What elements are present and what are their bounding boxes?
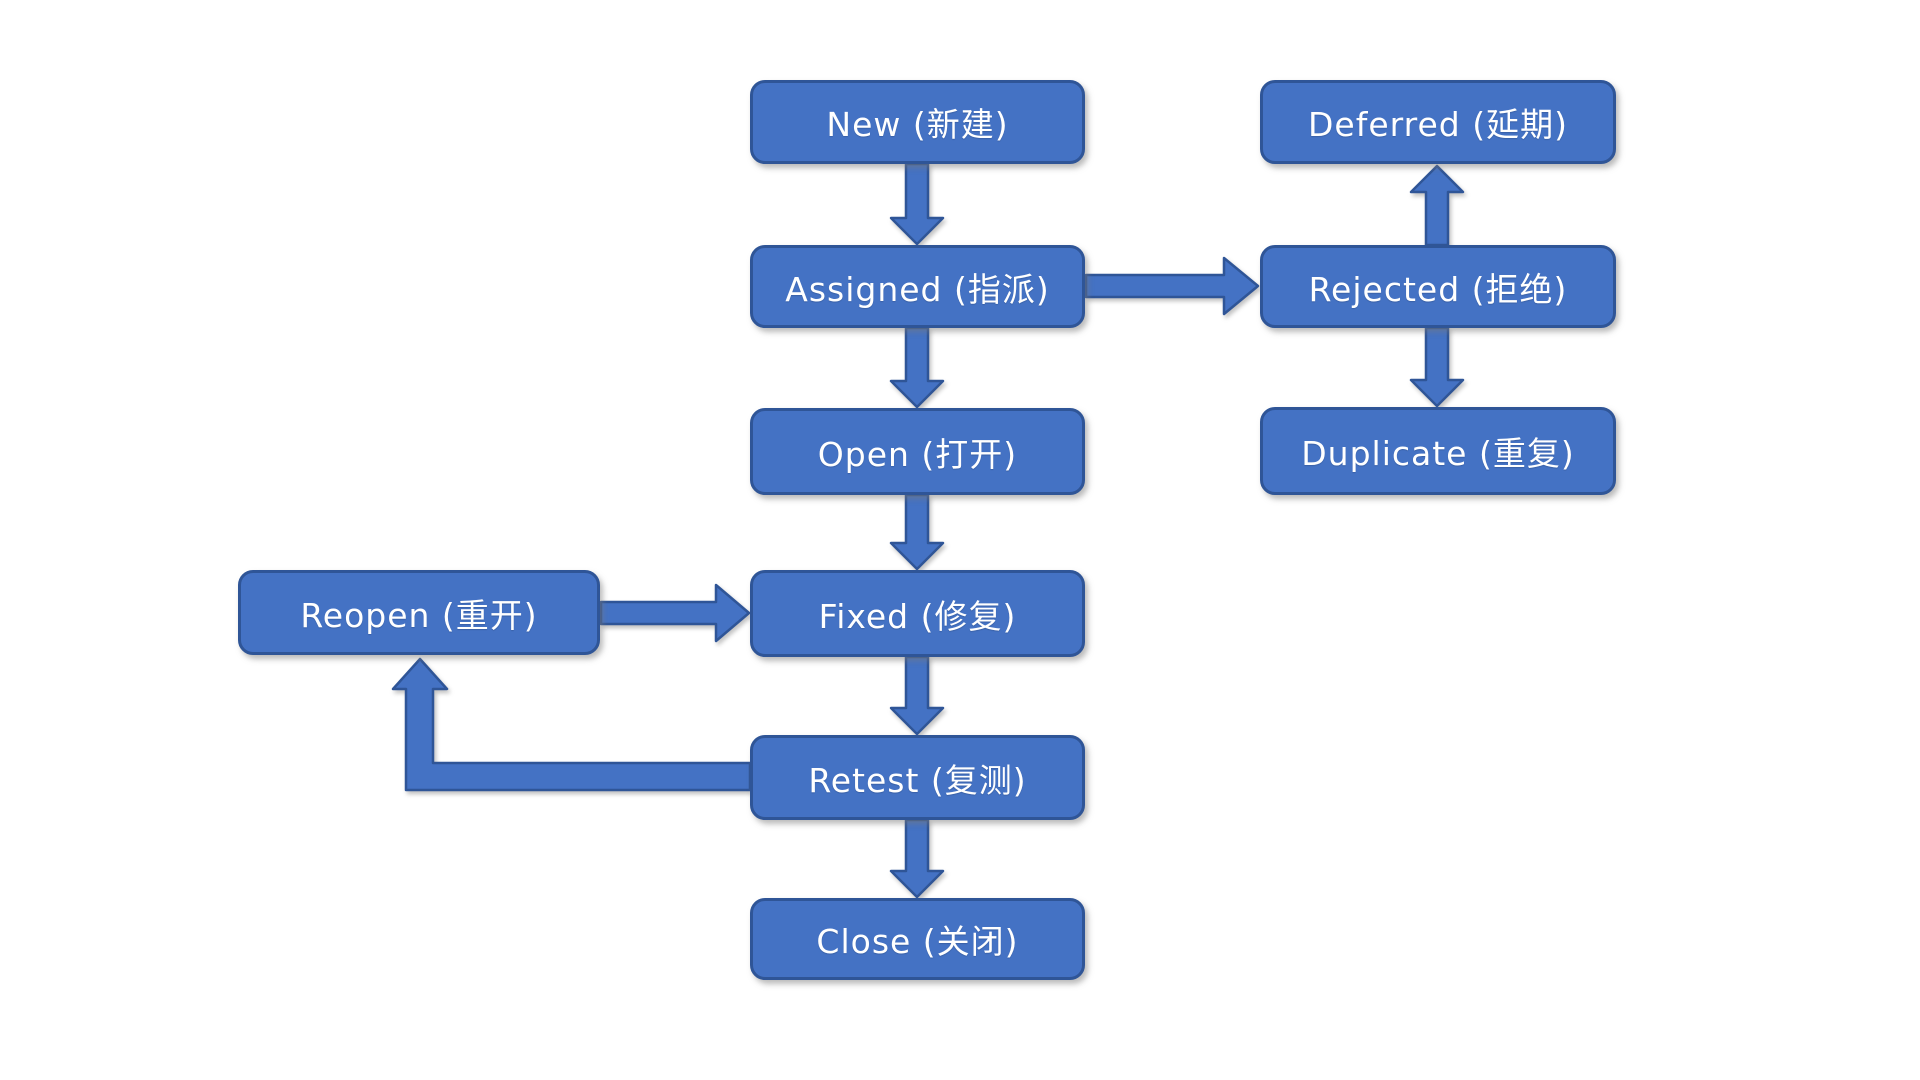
node-fixed-label: Fixed (修复) bbox=[818, 596, 1017, 636]
arrow-retest-to-reopen bbox=[391, 657, 752, 792]
arrow-rejected-to-duplicate bbox=[1409, 326, 1465, 408]
node-rejected: Rejected (拒绝) bbox=[1260, 245, 1616, 328]
node-rejected-label: Rejected (拒绝) bbox=[1308, 269, 1568, 309]
arrow-fixed-to-retest bbox=[889, 655, 945, 736]
node-close-label: Close (关闭) bbox=[816, 922, 1019, 961]
node-reopen: Reopen (重开) bbox=[238, 570, 600, 655]
node-new-label: New (新建) bbox=[826, 105, 1009, 144]
node-duplicate: Duplicate (重复) bbox=[1260, 407, 1616, 495]
node-new: New (新建) bbox=[750, 80, 1085, 164]
arrow-assigned-to-open bbox=[889, 326, 945, 409]
arrow-assigned-to-rejected bbox=[1084, 256, 1260, 316]
node-reopen-label: Reopen (重开) bbox=[300, 595, 538, 635]
node-deferred-label: Deferred (延期) bbox=[1308, 105, 1568, 144]
node-open-label: Open (打开) bbox=[817, 434, 1018, 474]
node-assigned-label: Assigned (指派) bbox=[785, 269, 1050, 309]
node-close: Close (关闭) bbox=[750, 898, 1085, 980]
node-assigned: Assigned (指派) bbox=[750, 245, 1085, 328]
arrow-open-to-fixed bbox=[889, 493, 945, 571]
node-open: Open (打开) bbox=[750, 408, 1085, 495]
arrow-reopen-to-fixed bbox=[599, 583, 751, 643]
node-duplicate-label: Duplicate (重复) bbox=[1301, 434, 1575, 473]
node-fixed: Fixed (修复) bbox=[750, 570, 1085, 657]
arrow-new-to-assigned bbox=[889, 162, 945, 246]
node-retest-label: Retest (复测) bbox=[808, 760, 1027, 800]
arrow-rejected-to-deferred bbox=[1409, 164, 1465, 247]
node-retest: Retest (复测) bbox=[750, 735, 1085, 820]
node-deferred: Deferred (延期) bbox=[1260, 80, 1616, 164]
arrow-retest-to-close bbox=[889, 818, 945, 899]
